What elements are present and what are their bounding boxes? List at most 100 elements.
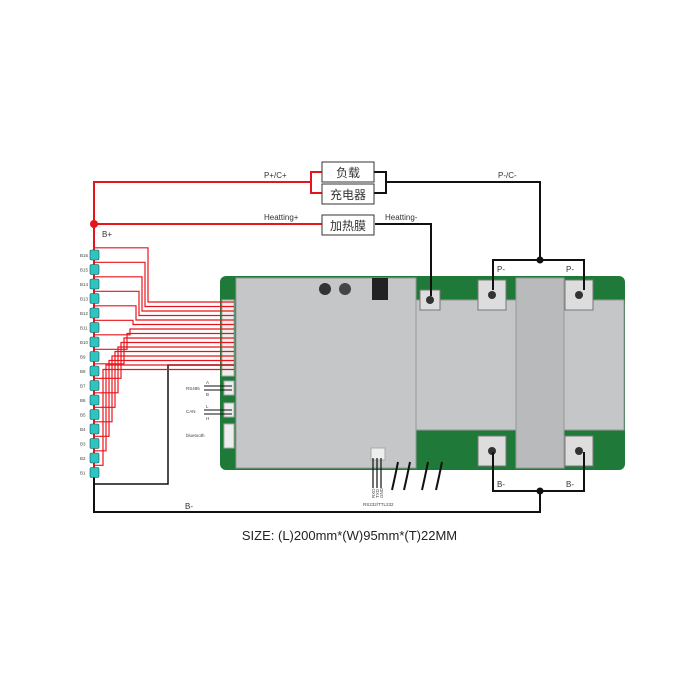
heating-minus-label: Heatting- <box>385 213 418 222</box>
cell-label: B5 <box>80 413 86 418</box>
comm-ports: RS485 A B CAN L H bluetooth RXD TXD GND … <box>186 380 443 507</box>
screw-icon <box>575 291 583 299</box>
aluminum-plate-right-mid <box>563 299 625 431</box>
balance-wire <box>94 350 234 408</box>
cell-label: B14 <box>80 282 89 287</box>
txd-label: TXD <box>375 488 380 498</box>
battery-cell <box>89 365 100 377</box>
load-box <box>321 161 375 183</box>
p-pad-label-1: P- <box>497 265 505 274</box>
balance-wire <box>94 290 234 317</box>
b-pad-label-1: B- <box>497 480 505 489</box>
rxd-label: RXD <box>371 488 376 498</box>
battery-cell <box>89 264 100 275</box>
ntc-sensor-wires <box>391 461 443 491</box>
cell-label: B16 <box>80 253 89 258</box>
b-minus-wire <box>93 472 541 513</box>
screw-icon <box>426 296 434 304</box>
heater-box <box>321 214 375 236</box>
heating-minus-wire <box>375 223 432 296</box>
aluminum-plate-right <box>515 277 565 469</box>
battery-cell <box>89 351 100 362</box>
p-minus-label: P-/C- <box>498 171 517 180</box>
battery-cell <box>89 409 100 420</box>
can-label: CAN <box>186 409 196 414</box>
b-plus-label: B+ <box>102 230 112 239</box>
uart-connector <box>370 447 386 461</box>
mosfet-component <box>372 278 388 300</box>
p-plus-split-wire <box>310 171 322 194</box>
cell-label: B8 <box>80 369 86 374</box>
heating-plus-label: Heatting+ <box>264 213 299 222</box>
screw-icon <box>575 447 583 455</box>
battery-cell <box>89 452 100 464</box>
balance-wire <box>94 368 234 466</box>
balance-wire <box>94 328 234 336</box>
charger-box <box>321 183 375 205</box>
battery-cell <box>89 336 100 348</box>
battery-cell <box>89 380 100 391</box>
junction-dot <box>90 220 98 228</box>
cell-label: B6 <box>80 398 86 403</box>
p-minus-join-wire <box>374 171 387 194</box>
junction-dot <box>536 487 544 495</box>
balance-wire <box>94 261 234 308</box>
battery-cell <box>89 322 100 333</box>
balance-wire <box>94 332 234 350</box>
screw-icon <box>488 291 496 299</box>
heater-label: 加热膜 <box>330 219 366 233</box>
rs485-b-label: B <box>206 392 209 397</box>
can-h-label: H <box>206 416 209 421</box>
p-plus-label: P+/C+ <box>264 171 287 180</box>
p-pad-label-2: P- <box>566 265 574 274</box>
charger-label: 充电器 <box>330 187 366 202</box>
cell-label: B10 <box>80 340 89 345</box>
balance-wire <box>94 359 234 437</box>
cell-label: B11 <box>80 326 88 331</box>
load-label: 负载 <box>336 166 360 180</box>
battery-cell <box>89 394 100 406</box>
balance-wire <box>94 276 234 312</box>
can-l-label: L <box>206 404 209 409</box>
bluetooth-label: bluetooth <box>186 433 205 438</box>
uart-label: RS232/TTL232 <box>363 502 394 507</box>
inductor <box>339 283 351 295</box>
battery-cell <box>89 307 100 319</box>
rs485-connector <box>223 380 235 396</box>
size-caption: SIZE: (L)200mm*(W)95mm*(T)22MM <box>241 528 458 543</box>
balance-wire <box>94 247 234 303</box>
cell-label: B13 <box>80 297 89 302</box>
b-pad-label-2: B- <box>566 480 574 489</box>
gnd-label: GND <box>379 487 384 498</box>
bluetooth-connector <box>223 423 235 449</box>
cell-label: B9 <box>80 355 86 360</box>
cell-label: B4 <box>80 427 86 432</box>
capacitor <box>319 283 331 295</box>
cell-label: B1 <box>80 471 86 476</box>
battery-cell <box>89 293 100 304</box>
cell-label: B2 <box>80 456 86 461</box>
bms-board <box>220 276 625 470</box>
balance-wire <box>94 364 234 452</box>
balance-wire <box>94 305 234 321</box>
aluminum-plate-left <box>235 277 417 469</box>
cell-label: B12 <box>80 311 89 316</box>
rs485-label: RS485 <box>186 386 200 391</box>
b-minus-label: B- <box>185 502 193 511</box>
battery-cell <box>89 467 100 478</box>
p-minus-wire <box>386 181 541 260</box>
junction-dot <box>536 256 544 264</box>
battery-cell <box>89 249 100 261</box>
rs485-a-label: A <box>206 380 209 385</box>
cell-label: B7 <box>80 384 86 389</box>
cell-label: B3 <box>80 442 86 447</box>
battery-cell <box>89 278 100 290</box>
p-terminal-2 <box>564 279 594 311</box>
balance-wire <box>94 319 234 326</box>
cell-label: B15 <box>80 268 89 273</box>
aluminum-plate-mid <box>415 299 522 431</box>
battery-cell <box>89 438 100 449</box>
